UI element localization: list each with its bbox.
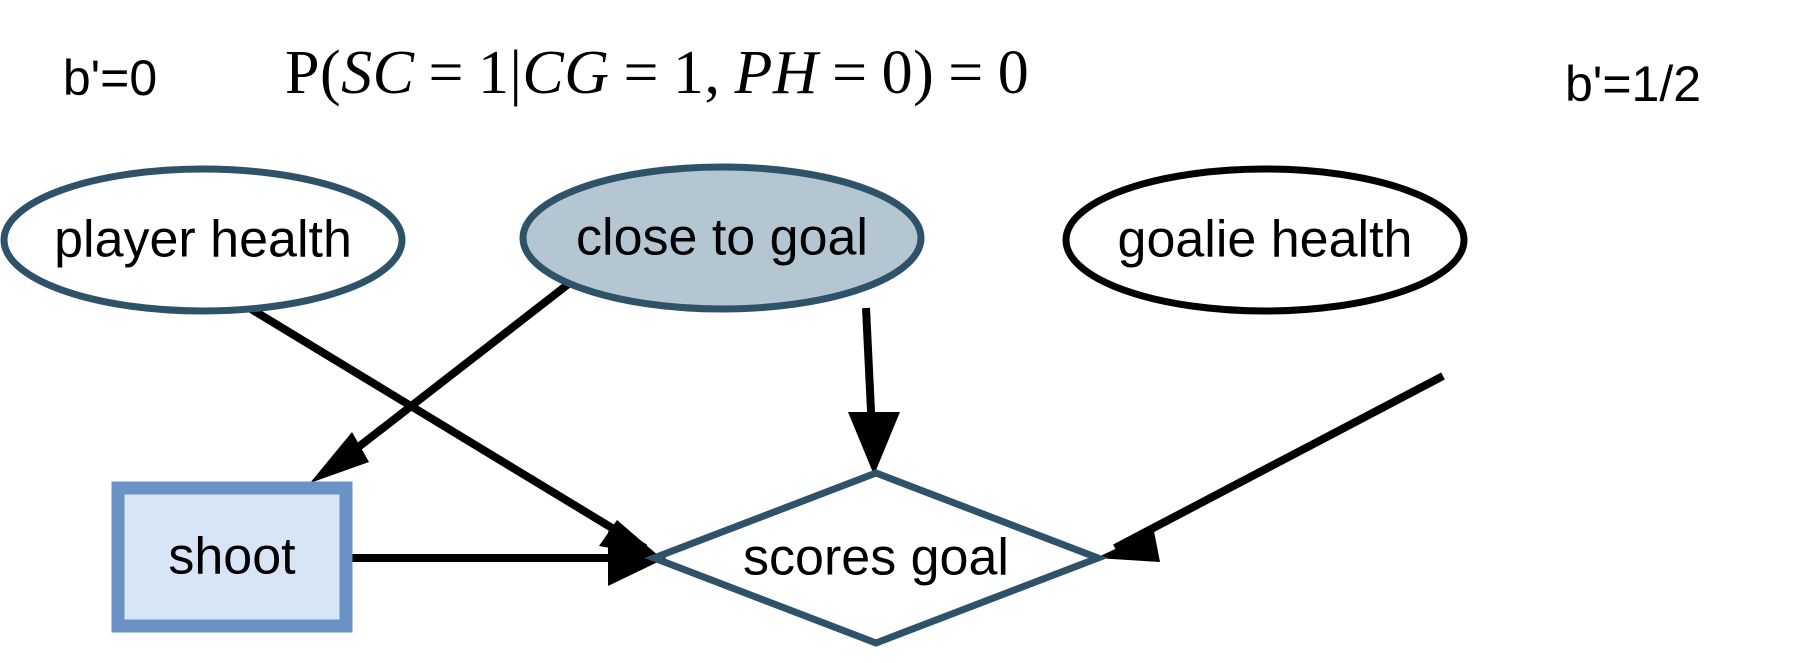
formula-eq4: = bbox=[948, 39, 984, 107]
shoot-rect[interactable] bbox=[111, 481, 353, 633]
formula-zero1: 0 bbox=[881, 39, 914, 107]
formula-p: P bbox=[285, 39, 320, 107]
close-to-goal-ellipse[interactable] bbox=[519, 163, 925, 313]
formula-cg: CG bbox=[522, 39, 610, 107]
player-health-label: player health bbox=[54, 211, 352, 269]
scores-goal-diamond[interactable] bbox=[644, 469, 1108, 647]
node-shoot[interactable]: shoot bbox=[111, 481, 353, 633]
formula-one1: 1 bbox=[477, 39, 510, 107]
formula-one2: 1 bbox=[673, 39, 705, 107]
formula-close-paren: ) bbox=[913, 39, 935, 107]
node-goalie-health[interactable]: goalie health bbox=[1062, 165, 1468, 315]
belief-label-left: b'=0 bbox=[63, 50, 157, 106]
node-player-health[interactable]: player health bbox=[0, 165, 406, 315]
formula-zero2: 0 bbox=[997, 39, 1030, 107]
edge-goalie-health-to-scores-goal bbox=[1096, 372, 1445, 562]
formula-conditional-bar: | bbox=[509, 39, 523, 107]
edge-close-to-goal-to-scores-goal bbox=[848, 307, 900, 475]
goalie-health-ellipse[interactable] bbox=[1062, 165, 1468, 315]
player-health-ellipse[interactable] bbox=[0, 165, 406, 315]
formula-comma: , bbox=[704, 39, 721, 107]
formula-eq2: = bbox=[623, 39, 659, 107]
edge-close-to-goal-to-shoot bbox=[310, 278, 574, 483]
close-to-goal-label: close to goal bbox=[576, 209, 868, 267]
probability-formula: P(SC=1|CG=1,PH=0)=0 bbox=[285, 38, 1029, 109]
belief-label-right: b'=1/2 bbox=[1565, 56, 1701, 112]
formula-ph: PH bbox=[734, 39, 819, 107]
node-close-to-goal[interactable]: close to goal bbox=[519, 163, 925, 313]
arrowhead-icon bbox=[1096, 531, 1160, 562]
shoot-label: shoot bbox=[168, 528, 296, 586]
formula-open-paren: ( bbox=[319, 39, 342, 107]
arrowhead-icon bbox=[310, 432, 369, 483]
formula-sc: SC bbox=[341, 39, 415, 107]
formula-eq3: = bbox=[832, 39, 868, 107]
arrowhead-icon bbox=[848, 412, 900, 475]
edge-shoot-to-scores-goal bbox=[352, 531, 666, 586]
formula-eq1: = bbox=[428, 39, 464, 107]
goalie-health-label: goalie health bbox=[1118, 211, 1413, 269]
arrowhead-icon bbox=[608, 531, 666, 586]
node-scores-goal[interactable]: scores goal bbox=[644, 469, 1108, 647]
scores-goal-label: scores goal bbox=[743, 529, 1009, 587]
